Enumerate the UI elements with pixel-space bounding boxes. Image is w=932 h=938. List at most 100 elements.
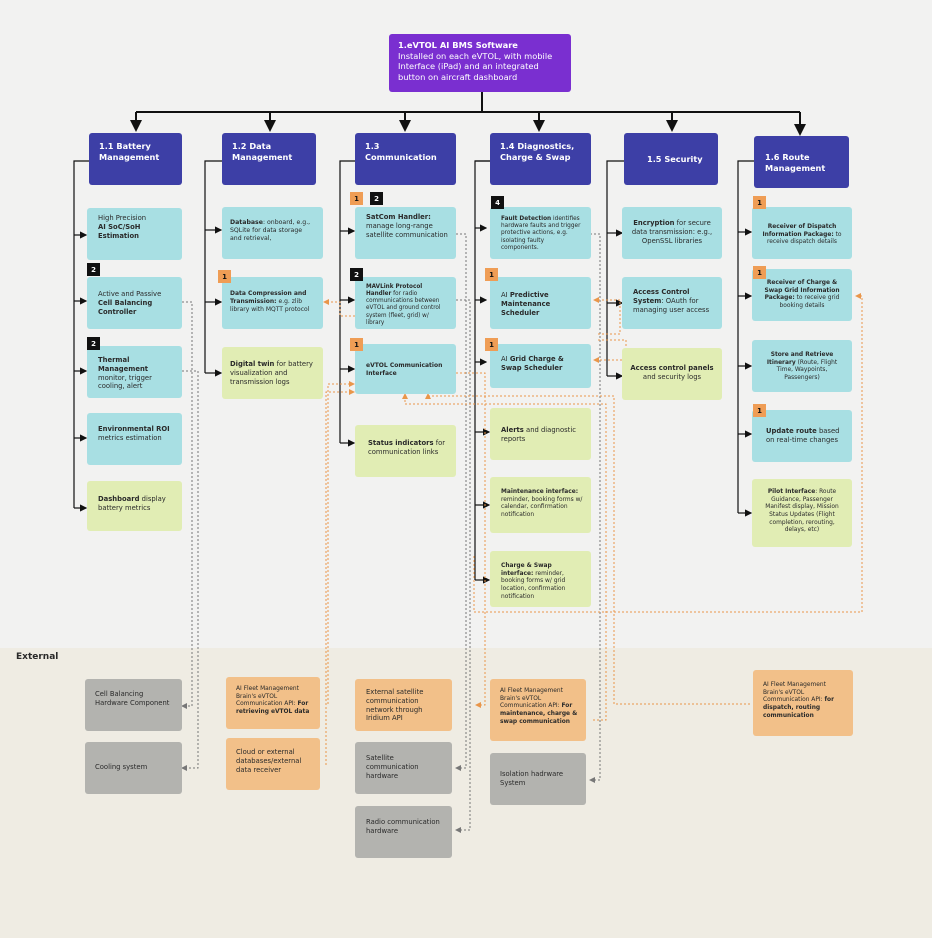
access-control-node: Access Control System: OAuth for managin…	[622, 277, 722, 329]
charge-if-rest: reminder, booking forms w/ grid location…	[501, 570, 566, 600]
alerts-bold: Alerts	[501, 426, 524, 434]
compression-bold: Data Compression and Transmission:	[230, 290, 307, 305]
thermal-rest: monitor, trigger cooling, alert	[98, 373, 152, 391]
fleet-api-data-node: AI Fleet Management Brain's eVTOL Commun…	[226, 677, 320, 729]
balancing-bold: Cell Balancing Controller	[98, 298, 153, 316]
pilot-interface-node: Pilot Interface: Route Guidance, Passeng…	[752, 479, 852, 547]
cooling-system-node: Cooling system	[85, 742, 182, 794]
charge-package-receiver-node: Receiver of Charge & Swap Grid Informati…	[752, 269, 852, 321]
badge-balancing: 2	[87, 263, 100, 276]
twin-bold: Digital twin	[230, 360, 275, 368]
badge-dispatch: 1	[753, 196, 766, 209]
badge-grid: 1	[485, 338, 498, 351]
dispatch-bold: Receiver of Dispatch Information Package…	[762, 224, 837, 238]
satellite-hardware-node: Satellite communication hardware	[355, 742, 452, 794]
satellite-network-node: External satellite communication network…	[355, 679, 452, 731]
pilot-rest: : Route Guidance, Passenger Manifest dis…	[765, 489, 839, 534]
root-description: Installed on each eVTOL, with mobile Int…	[398, 50, 553, 82]
badge-satcom-2: 2	[370, 192, 383, 205]
pilot-bold: Pilot Interface	[767, 489, 816, 495]
charge-pkg-rest: to receive grid booking details	[779, 295, 840, 310]
header-data-management: 1.2 Data Management	[222, 133, 316, 185]
database-rest: : onboard, e.g., SQLite for data storage…	[230, 219, 311, 243]
update-route-node: Update route based on real-time changes	[752, 410, 852, 462]
cell-balancing-node: Active and Passive Cell Balancing Contro…	[87, 277, 182, 329]
badge-compression: 1	[218, 270, 231, 283]
header-security: 1.5 Security	[624, 133, 718, 185]
balancing-pre: Active and Passive	[98, 290, 162, 298]
charge-swap-interface-node: Charge & Swap interface: reminder, booki…	[490, 551, 591, 607]
external-label: External	[16, 652, 59, 662]
thermal-bold: Thermal Management	[98, 356, 149, 373]
dispatch-receiver-node: Receiver of Dispatch Information Package…	[752, 207, 852, 259]
badge-satcom-1: 1	[350, 192, 363, 205]
badge-predictive: 1	[485, 268, 498, 281]
fleet-api-bold: For retrieving eVTOL data	[236, 701, 310, 716]
digital-twin-node: Digital twin for battery visualization a…	[222, 347, 323, 399]
environmental-roi-node: Environmental ROI metrics estimation	[87, 413, 182, 465]
data-compression-node: Data Compression and Transmission: e.g. …	[222, 277, 323, 329]
thermal-management-node: Thermal Management monitor, trigger cool…	[87, 346, 182, 398]
fault-bold: Fault Detection	[501, 216, 552, 222]
cell-balancing-hardware-node: Cell Balancing Hardware Component	[85, 679, 182, 731]
grid-bold: Grid Charge & Swap Scheduler	[501, 355, 564, 372]
maintenance-interface-node: Maintenance interface: reminder, booking…	[490, 477, 591, 533]
dashboard-bold: Dashboard	[98, 495, 140, 503]
root-node: 1.eVTOL AI BMS Software Installed on eac…	[389, 34, 571, 92]
maint-if-rest: reminder, booking forms w/ calendar, con…	[501, 496, 583, 519]
maint-api-rest: AI Fleet Management Brain's eVTOL Commun…	[500, 688, 563, 710]
itinerary-bold: Store and Retrieve Itinerary	[766, 352, 834, 366]
header-communication: 1.3 Communication	[355, 133, 456, 185]
fault-detection-node: Fault Detection identifies hardware faul…	[490, 207, 591, 259]
panels-rest: and security logs	[642, 372, 702, 381]
charge-pkg-bold: Receiver of Charge & Swap Grid Informati…	[764, 280, 840, 302]
alerts-node: Alerts and diagnostic reports	[490, 408, 591, 460]
header-battery-management: 1.1 Battery Management	[89, 133, 182, 185]
header-route-management: 1.6 Route Management	[754, 136, 849, 188]
database-node: Database: onboard, e.g., SQLite for data…	[222, 207, 323, 259]
mavlink-bold: MAVLink Protocol Handler	[366, 284, 423, 298]
update-bold: Update route	[766, 427, 817, 435]
radio-hardware-node: Radio communication hardware	[355, 806, 452, 858]
status-indicators-node: Status indicators for communication link…	[355, 425, 456, 477]
access-bold: Access Control System	[633, 288, 690, 305]
predictive-bold: Predictive Maintenance Scheduler	[501, 291, 551, 317]
status-bold: Status indicators	[368, 439, 434, 447]
grid-pre: AI	[501, 355, 508, 363]
soc-estimation-node: High Precision AI SoC/SoH Estimation	[87, 208, 182, 260]
interface-bold: eVTOL Communication Interface	[366, 362, 443, 377]
dispatch-rest: to receive dispatch details	[767, 231, 842, 246]
dashboard-rest: display battery metrics	[98, 495, 166, 512]
soc-bold: AI SoC/SoH Estimation	[98, 222, 141, 240]
access-panels-node: Access control panels and security logs	[622, 348, 722, 400]
mavlink-rest: for radio communications between eVTOL a…	[366, 291, 441, 326]
status-rest: for communication links	[368, 439, 446, 456]
cloud-databases-node: Cloud or external databases/external dat…	[226, 738, 320, 790]
grid-scheduler-node: AI Grid Charge & Swap Scheduler	[490, 344, 591, 388]
encryption-node: Encryption for secure data transmission:…	[622, 207, 722, 259]
badge-fault: 4	[491, 196, 504, 209]
maint-api-bold: For maintenance, charge & swap communica…	[500, 703, 578, 725]
mavlink-handler-node: MAVLink Protocol Handler for radio commu…	[355, 277, 456, 329]
fleet-api-rest: AI Fleet Management Brain's eVTOL Commun…	[236, 686, 299, 708]
dispatch-api-node: AI Fleet Management Brain's eVTOL Commun…	[753, 670, 853, 736]
header-diagnostics: 1.4 Diagnostics, Charge & Swap	[490, 133, 591, 185]
isolation-hardware-node: Isolation hadrware System	[490, 753, 586, 805]
itinerary-node: Store and Retrieve Itinerary (Route, Fli…	[752, 340, 852, 392]
roi-rest: metrics estimation	[98, 433, 162, 442]
satcom-bold: SatCom Handler:	[366, 213, 431, 221]
dispatch-api-rest: AI Fleet Management Brain's eVTOL Commun…	[763, 682, 826, 704]
badge-thermal: 2	[87, 337, 100, 350]
badge-mavlink: 2	[350, 268, 363, 281]
alerts-rest: and diagnostic reports	[501, 426, 576, 443]
maint-if-bold: Maintenance interface:	[501, 489, 579, 495]
itinerary-rest: (Route, Flight Time, Waypoints, Passenge…	[776, 359, 838, 382]
predictive-maintenance-node: AI Predictive Maintenance Scheduler	[490, 277, 591, 329]
encryption-rest: for secure data transmission: e.g., Open…	[631, 219, 713, 245]
panels-bold: Access control panels	[630, 364, 714, 372]
satcom-handler-node: SatCom Handler: manage long-range satell…	[355, 207, 456, 259]
dashboard-node: Dashboard display battery metrics	[87, 481, 182, 531]
twin-rest: for battery visualization and transmissi…	[230, 360, 313, 386]
satcom-rest: manage long-range satellite communicatio…	[366, 221, 448, 239]
badge-interface: 1	[350, 338, 363, 351]
